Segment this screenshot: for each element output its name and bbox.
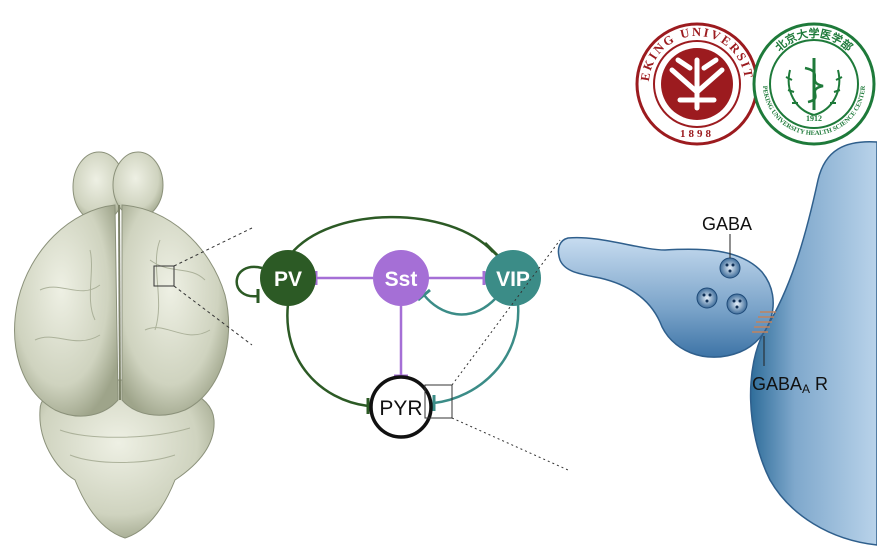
gaba-vesicles xyxy=(696,257,748,315)
interneuron-circuit: PV Sst VIP PYR xyxy=(235,215,541,439)
zoom-lines-brain xyxy=(173,227,253,346)
brain-selection-box xyxy=(153,265,175,287)
node-vip: VIP xyxy=(485,250,541,306)
gaba-a-receptors xyxy=(752,311,776,333)
mouse-brain-illustration xyxy=(14,151,230,539)
edge-vip-to-pyr xyxy=(433,303,520,405)
synapse-illustration: GABA GABAA R xyxy=(557,141,877,546)
synapse-selection-box xyxy=(424,384,453,419)
peking-university-logo: PEKING UNIVERSITY 1898 xyxy=(0,0,759,146)
node-pyr-label: PYR xyxy=(379,397,422,420)
node-pv-label: PV xyxy=(274,268,302,291)
peking-emblem-mark xyxy=(669,57,725,111)
edge-pv-to-vip-bar xyxy=(483,241,500,258)
node-sst: Sst xyxy=(373,250,429,306)
gaba-a-receptor-label: GABAA R xyxy=(752,374,828,396)
hsc-logo-year: 1912 xyxy=(806,114,822,123)
edge-pv-to-pyr xyxy=(286,303,369,408)
edge-pv-to-vip xyxy=(289,215,494,256)
presynaptic-terminal xyxy=(557,236,774,358)
edge-vip-to-sst xyxy=(423,294,497,316)
edge-pv-self xyxy=(235,265,263,298)
zoom-lines-synapse xyxy=(451,239,569,471)
gaba-label: GABA xyxy=(702,214,752,234)
hsc-staff-mark xyxy=(804,58,824,110)
hsc-wreath-mark xyxy=(785,69,843,116)
health-science-center-logo: 北京大学医学部 PEKING UNIVERSITY HEALTH SCIENCE… xyxy=(752,22,876,146)
node-sst-label: Sst xyxy=(385,268,418,291)
node-pv: PV xyxy=(260,250,316,306)
node-pyr: PYR xyxy=(369,375,433,439)
node-vip-label: VIP xyxy=(496,268,530,291)
peking-logo-year: 1898 xyxy=(680,128,714,140)
postsynaptic-cell xyxy=(749,141,877,546)
